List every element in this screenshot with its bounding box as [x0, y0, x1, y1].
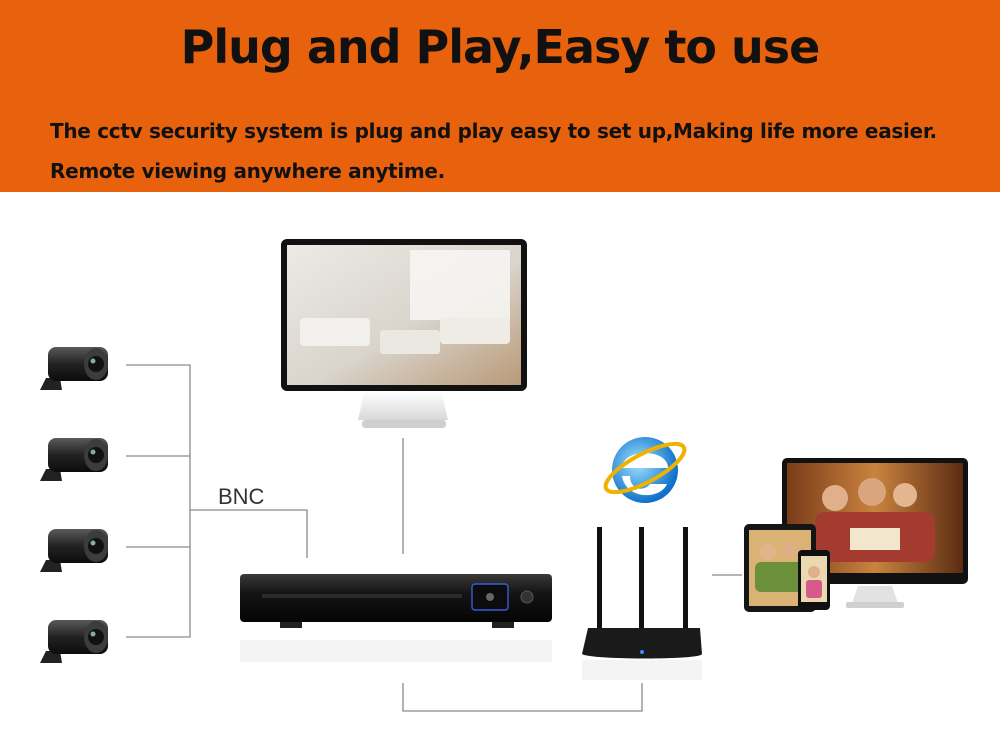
subtitle-line-1: The cctv security system is plug and pla… [50, 119, 937, 143]
camera-icon [40, 347, 108, 390]
header-banner: Plug and Play,Easy to use The cctv secur… [0, 0, 1000, 192]
page-title: Plug and Play,Easy to use [180, 20, 821, 74]
subtitle-line-2: Remote viewing anywhere anytime. [50, 159, 445, 183]
desktop-icon [782, 458, 968, 608]
router-icon [582, 527, 702, 680]
bnc-label: BNC [218, 484, 265, 509]
cable-lines [126, 364, 742, 712]
internet-explorer-icon [603, 437, 687, 503]
connection-diagram [40, 239, 968, 712]
monitor-icon [281, 239, 527, 428]
dvr-icon [240, 574, 552, 662]
phone-icon [798, 550, 830, 610]
camera-icon [40, 438, 108, 481]
camera-icon [40, 529, 108, 572]
camera-icon [40, 620, 108, 663]
